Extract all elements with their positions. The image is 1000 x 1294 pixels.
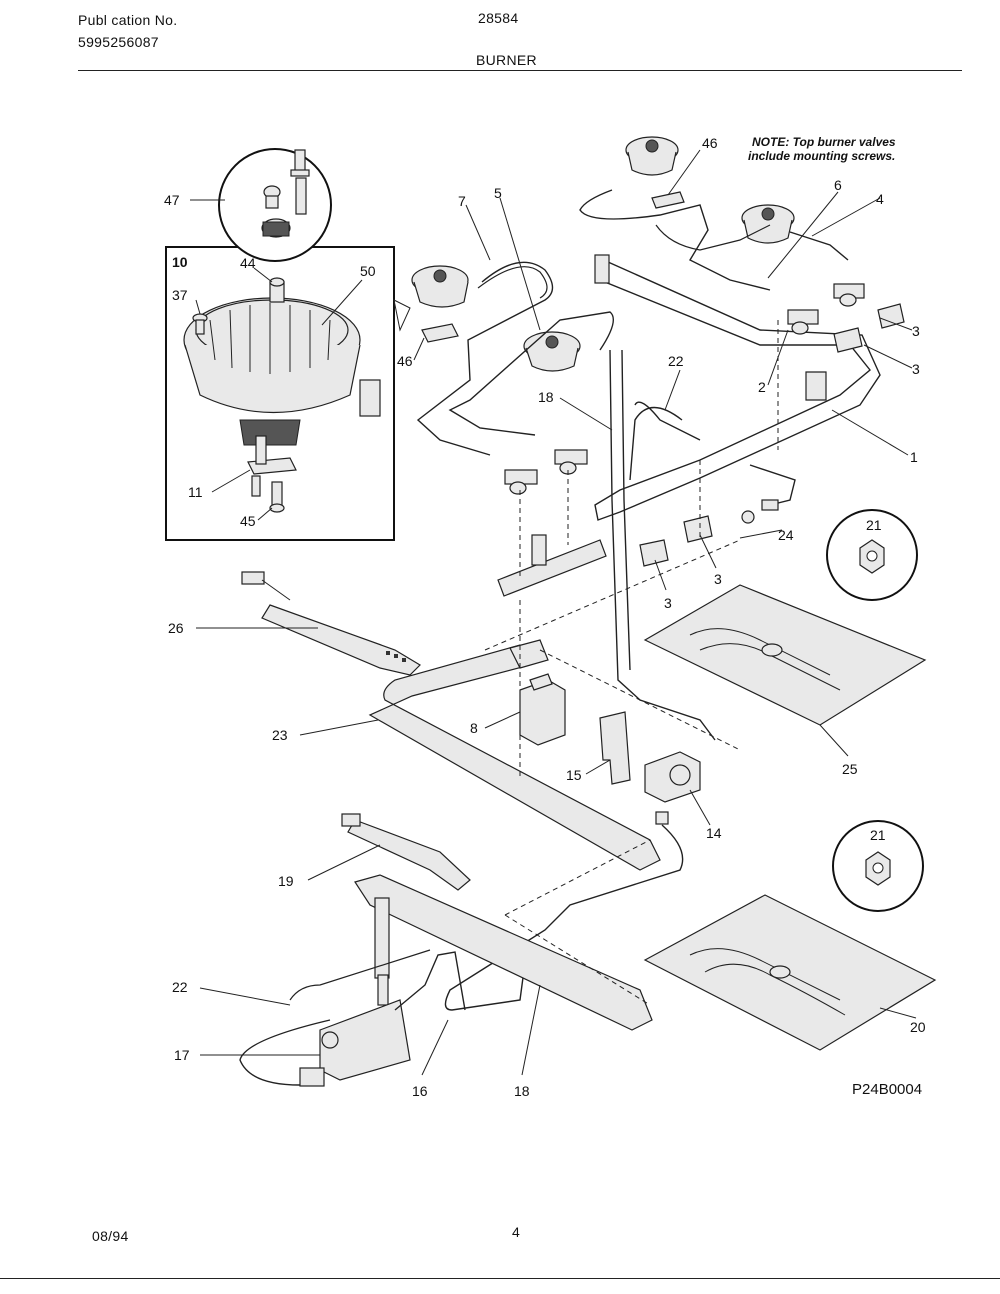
callout-24: 24 <box>778 527 794 543</box>
callout-3-a: 3 <box>912 323 920 339</box>
flame-spreader-25 <box>643 584 927 726</box>
callout-4: 4 <box>876 191 884 207</box>
callout-17: 17 <box>174 1047 190 1063</box>
top-burner-center <box>523 331 581 372</box>
callout-3-c: 3 <box>714 571 722 587</box>
callout-45: 45 <box>240 513 256 529</box>
callout-18-lower: 18 <box>514 1083 530 1099</box>
top-burner-left <box>411 265 469 308</box>
note-line-1: NOTE: Top burner valves <box>752 135 896 149</box>
callout-50: 50 <box>360 263 376 279</box>
callout-22-lower: 22 <box>172 979 188 995</box>
callout-16: 16 <box>412 1083 428 1099</box>
broil-burner-lower <box>354 874 653 1031</box>
callout-23: 23 <box>272 727 288 743</box>
callout-8: 8 <box>470 720 478 736</box>
section-title: BURNER <box>476 52 537 68</box>
screw-45-part <box>269 481 285 513</box>
burner-head-part <box>183 277 381 446</box>
long-tube-18-upper-b <box>621 349 631 671</box>
page-number: 4 <box>512 1224 521 1240</box>
top-burner-right <box>741 204 795 244</box>
alignment-lines <box>484 320 779 1006</box>
callout-6: 6 <box>834 177 842 193</box>
callout-44: 44 <box>240 255 256 271</box>
bracket-11-part <box>247 435 297 497</box>
footer-rule <box>0 1278 1000 1279</box>
inset-label: 10 <box>172 254 188 270</box>
callout-2: 2 <box>758 379 766 395</box>
leader-lines <box>190 149 917 1076</box>
figure-code: P24B0004 <box>852 1081 922 1098</box>
callout-26: 26 <box>168 620 184 636</box>
screw-37-part <box>192 313 208 335</box>
oven-valve-17 <box>299 999 411 1087</box>
publication-label: Publ cation No. <box>78 12 178 28</box>
callout-21-upper: 21 <box>866 517 882 533</box>
callout-11: 11 <box>188 484 203 500</box>
callout-7: 7 <box>458 193 466 209</box>
nut-detail-21-upper <box>826 509 918 601</box>
callout-1: 1 <box>910 449 918 465</box>
note-line-2: include mounting screws. <box>748 149 895 163</box>
callout-3-d: 3 <box>664 595 672 611</box>
igniter-19-part <box>341 813 471 891</box>
callout-20: 20 <box>910 1019 926 1035</box>
ignition-module-8 <box>519 673 566 746</box>
flame-spreader-20 <box>643 894 937 1051</box>
callout-46-right: 46 <box>702 135 718 151</box>
orifice-fitting-24 <box>741 464 796 524</box>
callout-25: 25 <box>842 761 858 777</box>
bracket-15-part <box>599 711 631 785</box>
callout-47: 47 <box>164 192 180 208</box>
callout-21-lower: 21 <box>870 827 886 843</box>
nut-detail-21-lower <box>832 820 924 912</box>
igniter-26-part <box>241 571 421 676</box>
callout-18-upper: 18 <box>538 389 554 405</box>
igniter-wire-upper <box>629 406 683 481</box>
callout-15: 15 <box>566 767 582 783</box>
callout-22-upper: 22 <box>668 353 684 369</box>
footer-date: 08/94 <box>92 1228 129 1244</box>
tube-22-lower-b <box>289 949 431 1001</box>
callout-37: 37 <box>172 287 188 303</box>
burner-supply-tubes <box>416 189 849 456</box>
igniter-cap-part <box>261 149 310 238</box>
callout-3-b: 3 <box>912 361 920 377</box>
model-number: 28584 <box>478 10 519 26</box>
burner-clip-46 <box>421 191 685 343</box>
top-burner-rear <box>625 136 679 176</box>
header-rule <box>78 70 962 71</box>
valve-bracket-stand <box>531 534 547 566</box>
callout-46-left: 46 <box>397 353 413 369</box>
burner-valves <box>504 283 865 495</box>
long-tube-18-upper <box>609 349 716 741</box>
regulator-14-part <box>644 751 701 825</box>
callout-19: 19 <box>278 873 294 889</box>
tube-22-lower <box>239 1019 331 1086</box>
callout-5: 5 <box>494 185 502 201</box>
support-bar <box>497 539 607 597</box>
callout-14: 14 <box>706 825 722 841</box>
publication-number: 5995256087 <box>78 34 159 50</box>
tube-16-lower <box>394 951 466 1011</box>
